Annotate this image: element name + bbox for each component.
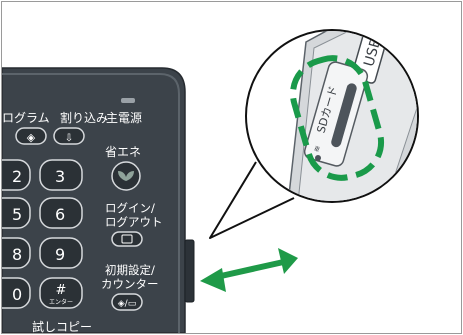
callout-pointer (209, 161, 295, 239)
key-2[interactable] (2, 159, 31, 191)
sd-slot-highlight (289, 55, 385, 181)
key-5[interactable] (2, 197, 31, 229)
program-key[interactable] (15, 127, 47, 145)
sd-card-opening (331, 83, 357, 148)
key-enter[interactable] (39, 277, 83, 309)
panel-side-button (184, 239, 195, 303)
key-enter-label: # (56, 283, 67, 298)
key-icon (121, 234, 133, 244)
login-label-line1: ログイン/ (105, 201, 155, 215)
key-0[interactable] (2, 277, 31, 309)
arrowhead-right (278, 248, 298, 274)
key-5-label: 5 (12, 205, 22, 224)
program-key-icon: ◈ (27, 131, 36, 144)
energy-saver-button[interactable] (111, 161, 141, 191)
energy-saver-label: 省エネ (105, 145, 141, 159)
key-6-label: 6 (55, 205, 65, 224)
login-label-line2: ログアウト (105, 215, 163, 229)
main-power-indicator (121, 98, 135, 103)
settings-counter-button[interactable] (111, 293, 143, 311)
key-9-label: 9 (55, 245, 65, 264)
key-3-label: 3 (55, 167, 65, 186)
key-9[interactable] (39, 237, 83, 269)
interrupt-label: 割り込み (60, 110, 108, 125)
sd-eject-dot (315, 155, 321, 161)
key-8[interactable] (2, 237, 31, 269)
arrowhead-left (200, 268, 226, 292)
program-label: ログラム (2, 111, 50, 125)
insert-remove-arrow (200, 248, 298, 292)
key-6[interactable] (39, 197, 83, 229)
key-3[interactable] (39, 159, 83, 191)
key-enter-sublabel: エンター (49, 298, 73, 306)
settings-label-line1: 初期設定/ (105, 263, 155, 277)
key-2-label: 2 (12, 167, 22, 186)
main-power-label: 主電源 (106, 111, 142, 125)
interrupt-key-icon: ⇩ (65, 133, 73, 144)
key-8-label: 8 (12, 245, 22, 264)
numeric-keypad: 2 3 5 6 8 9 0 # エンター (2, 159, 83, 309)
sample-copy-label: 試しコピー (32, 319, 92, 333)
sd-logo-icon: ≋ (312, 144, 322, 153)
settings-counter-icon: ◈/▭ (118, 299, 136, 309)
interrupt-key[interactable] (53, 127, 85, 145)
leaf-icon (118, 171, 134, 181)
key-0-label: 0 (12, 285, 22, 304)
settings-label-line2: カウンター (101, 277, 159, 291)
control-panel-rim (2, 73, 180, 333)
printer-panel-illustration: ログラム 割り込み 主電源 ◈ ⇩ 2 3 5 6 8 9 0 # エンター 省… (2, 29, 419, 333)
login-logout-button[interactable] (111, 231, 143, 247)
